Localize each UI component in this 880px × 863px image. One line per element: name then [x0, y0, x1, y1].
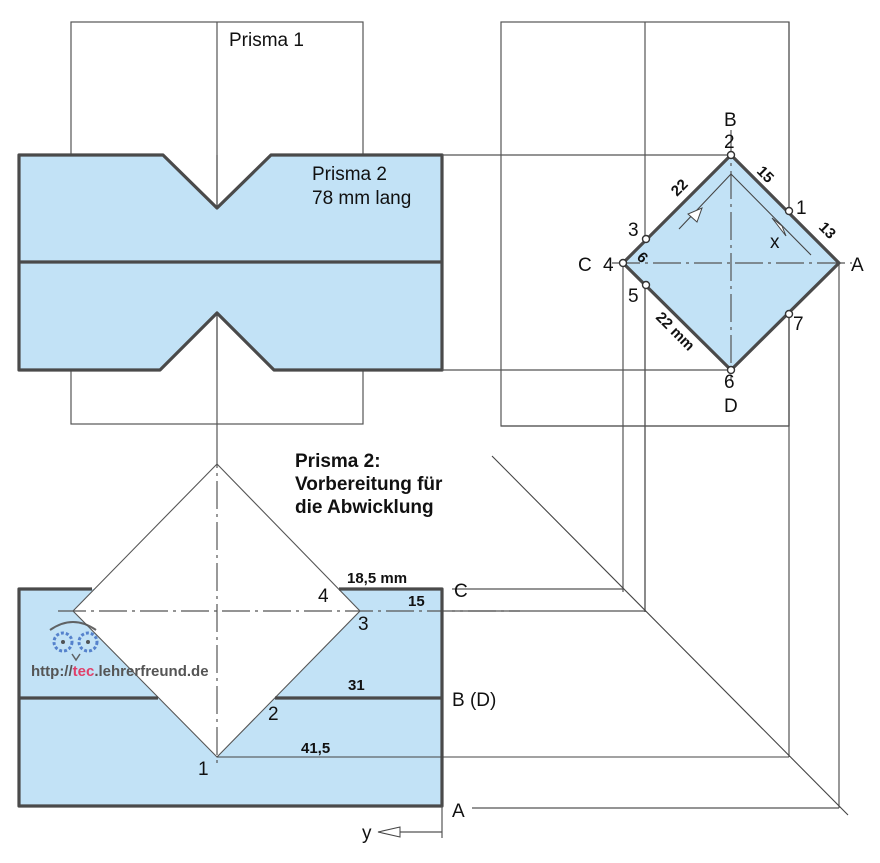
dim-13: 13	[815, 219, 839, 243]
prisma1-label: Prisma 1	[229, 30, 304, 51]
point-7-label: 7	[793, 314, 804, 335]
title-line-1: Prisma 2:	[295, 451, 381, 472]
edge-c-label: C	[454, 581, 468, 602]
dim-18-5: 18,5 mm	[347, 570, 407, 587]
watermark-url: http://tec.lehrerfreund.de	[31, 663, 209, 680]
owl-logo-icon	[49, 621, 99, 662]
dev-point-2-label: 2	[268, 704, 279, 725]
point-5	[641, 280, 651, 290]
point-3	[641, 234, 651, 244]
dim-dev-15: 15	[408, 593, 425, 610]
axis-y-label: y	[362, 823, 372, 844]
miter-line	[491, 455, 849, 816]
point-6	[726, 365, 736, 375]
point-2	[726, 150, 736, 160]
dev-point-4-label: 4	[318, 586, 329, 607]
point-1	[784, 206, 794, 216]
point-1-label: 1	[796, 198, 807, 219]
corner-a-label: A	[851, 255, 864, 276]
corner-d-label: D	[724, 396, 738, 417]
point-2-label: 2	[724, 132, 735, 153]
prisma2-length-label: 78 mm lang	[312, 188, 411, 209]
edge-bd-label: B (D)	[452, 690, 496, 711]
title-line-3: die Abwicklung	[295, 497, 434, 518]
dev-point-3-label: 3	[358, 614, 369, 635]
prisma2-label: Prisma 2	[312, 164, 387, 185]
corner-c-label: C	[578, 255, 592, 276]
corner-b-label: B	[724, 110, 737, 131]
title-line-2: Vorbereitung für	[295, 474, 443, 495]
point-5-label: 5	[628, 286, 639, 307]
dev-point-1-label: 1	[198, 759, 209, 780]
axis-x-label: x	[770, 232, 780, 253]
dim-31: 31	[348, 677, 365, 694]
point-4	[618, 258, 628, 268]
point-7	[784, 309, 794, 319]
dim-41-5: 41,5	[301, 740, 330, 757]
edge-a-label: A	[452, 801, 465, 822]
point-6-label: 6	[724, 372, 735, 393]
point-4-label: 4	[603, 255, 614, 276]
point-3-label: 3	[628, 220, 639, 241]
